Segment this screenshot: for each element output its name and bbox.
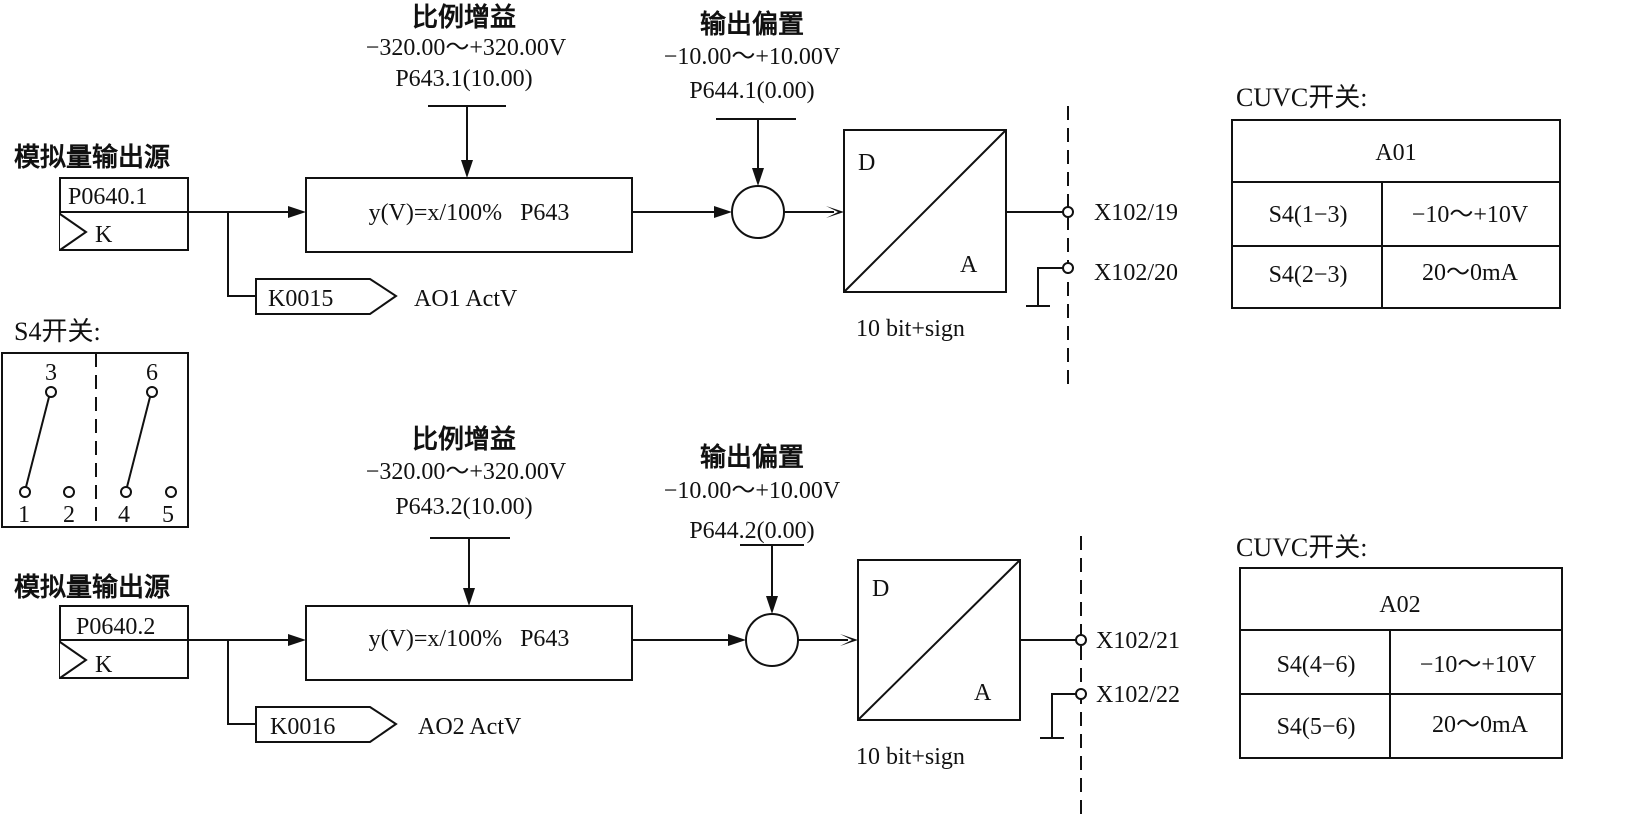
ch2-connector-id: K0016 [270,714,335,740]
ch2-source-block: P0640.2 K [59,605,189,679]
s4-pin-6: 6 [146,360,158,386]
ch1-cuvc-title: CUVC开关: [1236,83,1367,112]
ch1-connector-label: AO1 ActV [414,286,518,312]
ch1-cuvc-mode-1: −10～+10V [1412,202,1529,228]
ch2-connector: K0016 [255,706,398,743]
ch1-terminal-out: X102/19 [1094,200,1178,226]
ch1-source-block: P0640.1 K [59,177,189,251]
ch2-offset-param: P644.2(0.00) [689,518,814,544]
ch2-formula: y(V)=x/100% P643 [369,626,570,652]
ch2-offset-range: −10.00～+10.00V [664,478,841,504]
ch2-terminal-gnd-pin [1075,688,1087,700]
ch1-dac-note: 10 bit+sign [856,316,965,342]
ch1-cuvc-switch-1: S4(1−3) [1269,202,1348,228]
ch2-cuvc-mode-2: 20～0mA [1432,712,1529,738]
ch2-dac-block: D A [857,559,1021,721]
ch1-formula: y(V)=x/100% P643 [369,200,570,226]
ch1-arrow-gain [288,206,306,218]
ch1-terminal-gnd: X102/20 [1094,260,1178,286]
ch1-gain-param: P643.1(10.00) [395,66,532,92]
ch2-source-param: P0640.2 [76,614,155,640]
ch2-gain-range: −320.00～+320.00V [366,459,567,485]
ch1-cuvc-table: A01 S4(1−3) −10～+10V S4(2−3) 20～0mA [1231,119,1561,309]
ch2-terminal-gnd: X102/22 [1096,682,1180,708]
ch1-terminal-out-pin [1062,206,1074,218]
ch2-terminal-out-pin [1075,634,1087,646]
s4-pin-3: 3 [45,360,57,386]
ch2-dac-note: 10 bit+sign [856,744,965,770]
ch2-source-type: K [95,652,113,678]
ch1-summing-node [731,185,785,239]
ch1-connector-id: K0015 [268,286,333,312]
ch1-source-param: P0640.1 [68,184,147,210]
ch2-offset-title: 输出偏置 [700,442,804,473]
s4-pin-1: 1 [18,502,30,528]
ch2-cuvc-header: A02 [1379,592,1420,618]
ch2-dac-a: A [974,680,992,706]
ch2-gain-param: P643.2(10.00) [395,494,532,520]
s4-pin-4: 4 [118,502,130,528]
ch1-offset-title: 输出偏置 [700,9,804,40]
ch1-source-type: K [95,222,113,248]
ch1-offset-range: −10.00～+10.00V [664,44,841,70]
channel-2: 模拟量输出源 P0640.2 K K0016 AO2 ActV 比例增益 −32… [14,424,1563,816]
ch2-cuvc-mode-1: −10～+10V [1420,652,1537,678]
ch1-dac-a: A [960,252,978,278]
ch2-connector-label: AO2 ActV [418,714,522,740]
ch1-offset-param: P644.1(0.00) [689,78,814,104]
s4-title: S4开关: [14,317,101,346]
ch1-cuvc-header: A01 [1375,140,1416,166]
ch1-dac-d: D [858,150,875,176]
channel-1: 模拟量输出源 P0640.1 K K0015 AO1 ActV 比例增益 −32… [14,2,1561,392]
ch1-terminal-gnd-pin [1062,262,1074,274]
ch2-cuvc-switch-2: S4(5−6) [1277,714,1356,740]
ch2-terminal-out: X102/21 [1096,628,1180,654]
ch1-source-title: 模拟量输出源 [14,142,170,173]
ch1-cuvc-mode-2: 20～0mA [1422,260,1519,286]
ch1-dac-block: D A [843,129,1007,293]
ch2-source-title: 模拟量输出源 [14,572,170,603]
ch2-gain-title: 比例增益 [412,424,516,455]
ch1-connector: K0015 [255,278,398,315]
s4-switch: S4开关: 3 6 1 2 4 5 [1,317,189,528]
ch2-cuvc-table: A02 S4(4−6) −10～+10V S4(5−6) 20～0mA [1239,567,1563,759]
s4-pin-5: 5 [162,502,174,528]
ch1-gain-title: 比例增益 [412,2,516,33]
ch2-summing-node [745,613,799,667]
ch1-gain-range: −320.00～+320.00V [366,35,567,61]
ch2-cuvc-title: CUVC开关: [1236,533,1367,562]
ch1-gain-block [305,177,633,253]
s4-pin-2: 2 [63,502,75,528]
ch2-cuvc-switch-1: S4(4−6) [1277,652,1356,678]
ch2-dac-d: D [872,576,889,602]
ch1-cuvc-switch-2: S4(2−3) [1269,262,1348,288]
ch2-gain-block [305,605,633,681]
